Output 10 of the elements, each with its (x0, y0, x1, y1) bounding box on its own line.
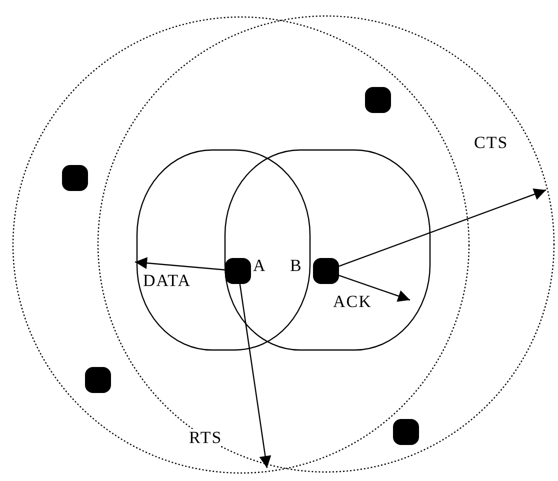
node-label: A (253, 257, 266, 274)
arrow (239, 284, 272, 468)
node-label: B (290, 257, 302, 274)
edge-label: RTS (188, 429, 224, 446)
arrow (338, 274, 410, 302)
edge-label: CTS (473, 134, 510, 151)
arrow (338, 188, 546, 267)
arrow (134, 257, 226, 270)
edge-label: ACK (332, 293, 373, 310)
edge-label: DATA (142, 272, 192, 289)
